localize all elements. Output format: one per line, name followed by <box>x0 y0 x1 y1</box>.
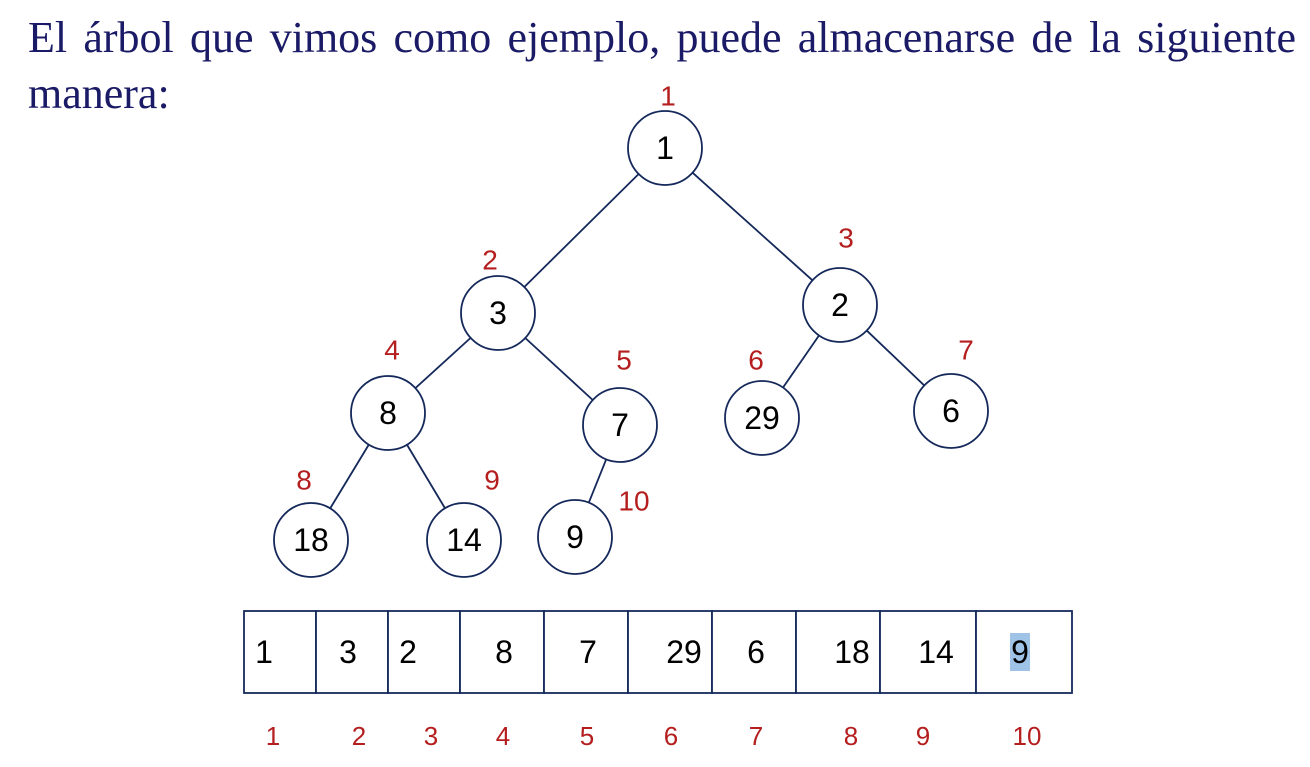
tree-edge-n1-n3 <box>691 172 814 281</box>
tree-edge-n4-n9 <box>406 444 446 509</box>
array-value: 8 <box>495 634 513 670</box>
tree-node-value: 14 <box>446 522 482 558</box>
tree-node-value: 9 <box>566 519 584 555</box>
array-index-label: 6 <box>664 721 678 751</box>
array-index-label: 2 <box>352 721 366 751</box>
array-value: 7 <box>579 634 597 670</box>
array-value: 29 <box>666 634 702 670</box>
array-value: 2 <box>399 634 417 670</box>
tree-node-index-label: 2 <box>482 245 498 276</box>
array-value: 9 <box>1011 634 1029 670</box>
array-value: 3 <box>339 634 357 670</box>
array-value: 14 <box>918 634 954 670</box>
tree-node-circle <box>350 375 426 451</box>
array-index-label: 10 <box>1013 721 1042 751</box>
tree-node-n1: 11 <box>627 81 703 186</box>
array-table: 1 3 2 8 7 29 6 18 14 9 1 2 3 4 5 6 7 8 9 10 <box>243 610 1073 751</box>
array-index-label: 3 <box>424 721 438 751</box>
tree-node-circle <box>913 373 989 449</box>
tree-node-n9: 149 <box>426 465 502 578</box>
tree-node-index-label: 8 <box>296 465 312 496</box>
array-index-label: 5 <box>580 721 594 751</box>
array-index-label: 4 <box>496 721 510 751</box>
array-index-label: 8 <box>844 721 858 751</box>
tree-node-circle <box>426 502 502 578</box>
array-cell <box>975 610 1073 694</box>
tree-node-circle <box>724 380 800 456</box>
array-cell <box>879 610 977 694</box>
array-value: 18 <box>834 634 870 670</box>
tree-node-circle <box>273 502 349 578</box>
tree-node-value: 6 <box>942 393 960 429</box>
tree-node-index-label: 5 <box>616 345 632 376</box>
tree-node-circle <box>537 499 613 575</box>
tree-node-index-label: 9 <box>484 465 500 496</box>
tree-node-n7: 67 <box>913 335 989 449</box>
array-index-label: 7 <box>749 721 763 751</box>
tree-node-n3: 23 <box>802 223 878 343</box>
tree-edge-n2-n5 <box>524 337 594 401</box>
tree-edge-n2-n4 <box>414 337 472 389</box>
tree-node-circle <box>460 275 536 351</box>
tree-node-index-label: 10 <box>618 486 649 517</box>
tree-node-index-label: 1 <box>660 81 676 112</box>
tree-edge-n1-n2 <box>523 173 640 288</box>
tree-edge-n5-n10 <box>587 458 608 504</box>
array-cell <box>795 610 881 694</box>
array-cell <box>543 610 629 694</box>
tree-node-value: 29 <box>744 400 780 436</box>
tree-edge-n4-n8 <box>329 444 370 509</box>
tree-edge-n3-n7 <box>866 329 925 387</box>
tree-node-n2: 32 <box>460 245 536 351</box>
array-index-label: 1 <box>266 721 280 751</box>
tree-node-n4: 84 <box>350 335 426 451</box>
tree-node-index-label: 3 <box>838 223 854 254</box>
tree-node-index-label: 6 <box>748 345 764 376</box>
tree-node-value: 7 <box>611 407 629 443</box>
array-value: 6 <box>747 634 765 670</box>
array-cell <box>315 610 389 694</box>
tree-node-circle <box>802 267 878 343</box>
tree-node-n6: 29 6 <box>724 345 800 456</box>
tree-node-value: 18 <box>293 522 329 558</box>
tree-node-circle <box>582 387 658 463</box>
tree-edges <box>329 172 925 509</box>
tree-node-index-label: 4 <box>384 335 400 366</box>
array-index-label: 9 <box>916 721 930 751</box>
selection-highlight <box>1010 633 1030 671</box>
tree-node-n8: 18 8 <box>273 465 349 578</box>
array-value: 1 <box>255 634 273 670</box>
tree-edge-n3-n6 <box>782 334 820 389</box>
tree-node-n10: 9 10 <box>537 486 650 575</box>
tree-node-value: 1 <box>656 130 674 166</box>
heading-text: El árbol que vimos como ejemplo, puede a… <box>28 13 1296 118</box>
array-cell <box>243 610 317 694</box>
tree-node-n5: 75 <box>582 345 658 463</box>
tree-node-circle <box>627 110 703 186</box>
tree-node-value: 8 <box>379 395 397 431</box>
array-cell <box>387 610 461 694</box>
tree-node-index-label: 7 <box>958 335 974 366</box>
array-cell <box>459 610 545 694</box>
tree-node-value: 3 <box>489 295 507 331</box>
tree-node-value: 2 <box>831 287 849 323</box>
